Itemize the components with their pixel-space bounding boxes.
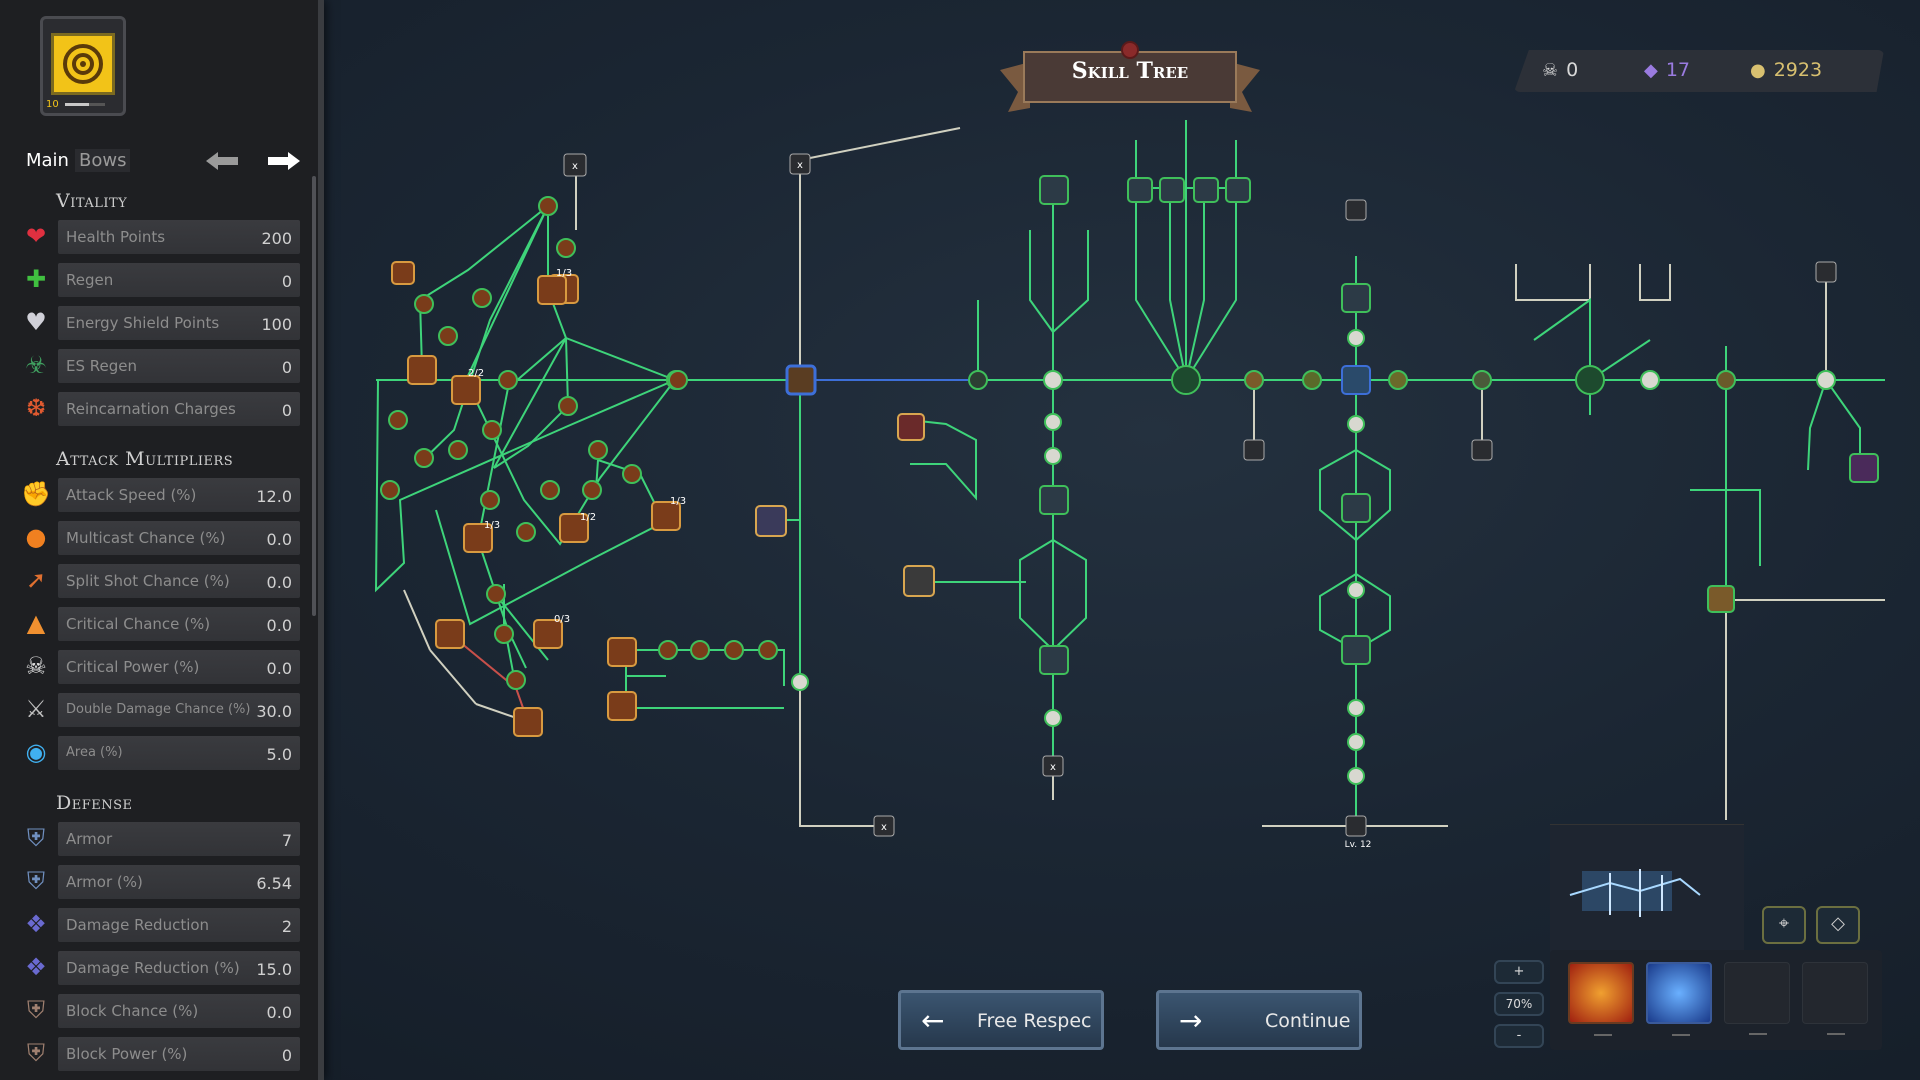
svg-text:x: x: [572, 161, 578, 172]
fire-skill-icon[interactable]: [1568, 962, 1634, 1036]
class-emblem[interactable]: 10: [40, 16, 126, 116]
title-banner: Skill Tree: [1000, 40, 1260, 118]
empty-slot-skull-icon[interactable]: [1724, 962, 1790, 1035]
minimap[interactable]: [1550, 824, 1744, 955]
tab-main[interactable]: Main: [26, 150, 69, 171]
stat-block-chance: ⛨ Block Chance (%)0.0: [16, 992, 302, 1028]
tree-nodes[interactable]: 2/2 1/3 1/3 1/2 1/3 0/3: [380, 153, 1879, 850]
page-title: Skill Tree: [1071, 58, 1189, 84]
empty-slot-skull-icon[interactable]: [1802, 962, 1868, 1035]
currency-crystals: ◆17: [1644, 59, 1691, 81]
panel-edge: [318, 0, 324, 1080]
skull-icon: ☠: [1542, 59, 1559, 81]
zoom-level: 70%: [1494, 992, 1544, 1016]
section-vitality: Vitality: [56, 190, 128, 212]
fist-icon: ✊: [21, 480, 51, 508]
stat-damage-reduction-percent: ❖ Damage Reduction (%)15.0: [16, 949, 302, 985]
stat-critical-chance: ▲ Critical Chance (%)0.0: [16, 605, 302, 641]
svg-text:x: x: [881, 822, 887, 833]
zoom-controls: + 70% -: [1494, 960, 1546, 1048]
diamond-button[interactable]: ◇: [1816, 906, 1860, 944]
area-icon: ◉: [25, 738, 47, 766]
stat-double-damage: ⚔ Double Damage Chance (%)30.0: [16, 691, 302, 727]
recenter-button[interactable]: ⌖: [1762, 906, 1806, 944]
armor-percent-icon: ⛨: [27, 867, 45, 895]
gold-icon: ●: [1750, 59, 1766, 81]
panel-scrollbar[interactable]: [312, 176, 316, 616]
svg-text:x: x: [797, 160, 803, 171]
stat-split-shot: ➚ Split Shot Chance (%)0.0: [16, 562, 302, 598]
block-power-icon: ⛨: [27, 1039, 45, 1067]
currency-gold: ●2923: [1750, 59, 1823, 81]
badge-5: 0/3: [554, 614, 570, 625]
tab-bows[interactable]: Bows: [74, 149, 131, 172]
svg-text:x: x: [1050, 762, 1056, 773]
stat-block-power: ⛨ Block Power (%)0: [16, 1035, 302, 1071]
damage-reduction-percent-icon: ❖: [25, 953, 47, 981]
plus-icon: ✚: [25, 265, 47, 293]
currency-bar: ☠0 ◆17 ●2923: [1514, 50, 1884, 92]
stat-multicast: ● Multicast Chance (%)0.0: [16, 519, 302, 555]
arrow-right-icon: →: [1179, 1004, 1203, 1037]
damage-reduction-icon: ❖: [25, 910, 47, 938]
badge-2: 1/3: [484, 520, 500, 531]
energy-shield-icon: ♥: [25, 308, 47, 336]
heart-icon: ❤: [25, 222, 47, 250]
minimap-preview-icon: [1569, 869, 1701, 917]
badge-4: 1/3: [670, 496, 686, 507]
zoom-in-button[interactable]: +: [1494, 960, 1544, 984]
lock-level-label: Lv. 12: [1345, 840, 1372, 850]
arrow-right-icon[interactable]: [266, 150, 302, 172]
stat-area: ◉ Area (%)5.0: [16, 734, 302, 770]
free-respec-button[interactable]: ← Free Respec: [898, 990, 1104, 1050]
arrow-left-icon: ←: [921, 1004, 945, 1037]
target-icon: [51, 33, 115, 95]
stat-attack-speed: ✊ Attack Speed (%)12.0: [16, 476, 302, 512]
skill-bar: [1550, 950, 1882, 1050]
fireballs-icon: ●: [25, 523, 47, 551]
xp-bar: [65, 103, 105, 106]
phoenix-icon: ❆: [25, 394, 47, 422]
shield-block-icon: ⛨: [27, 996, 45, 1024]
stat-critical-power: ☠ Critical Power (%)0.0: [16, 648, 302, 684]
tree-connections: [374, 120, 1885, 827]
diamond-icon: ◇: [1831, 913, 1845, 934]
cone-icon: ▲: [26, 609, 46, 637]
lightning-skill-icon[interactable]: [1646, 962, 1712, 1036]
badge-1: 1/3: [556, 268, 572, 279]
badge-3: 1/2: [580, 512, 596, 523]
badge-0: 2/2: [468, 368, 484, 379]
section-attack: Attack Multipliers: [56, 448, 234, 470]
currency-skulls: ☠0: [1542, 59, 1579, 81]
crosshair-icon: ⌖: [1778, 913, 1790, 934]
stat-armor-percent: ⛨ Armor (%)6.54: [16, 863, 302, 899]
armor-icon: ⛨: [27, 824, 45, 852]
crossed-swords-icon: ⚔: [25, 695, 47, 723]
level-badge: 10: [46, 99, 59, 110]
continue-button[interactable]: → Continue: [1156, 990, 1362, 1050]
banner-ribbon-icon: [1000, 41, 1260, 112]
arrows-icon: ➚: [25, 566, 47, 594]
es-regen-icon: ☣: [25, 351, 47, 379]
crystal-icon: ◆: [1644, 59, 1658, 81]
skull-icon: ☠: [25, 652, 47, 680]
arrow-left-icon[interactable]: [204, 150, 240, 172]
section-defense: Defense: [56, 792, 133, 814]
zoom-out-button[interactable]: -: [1494, 1024, 1544, 1048]
